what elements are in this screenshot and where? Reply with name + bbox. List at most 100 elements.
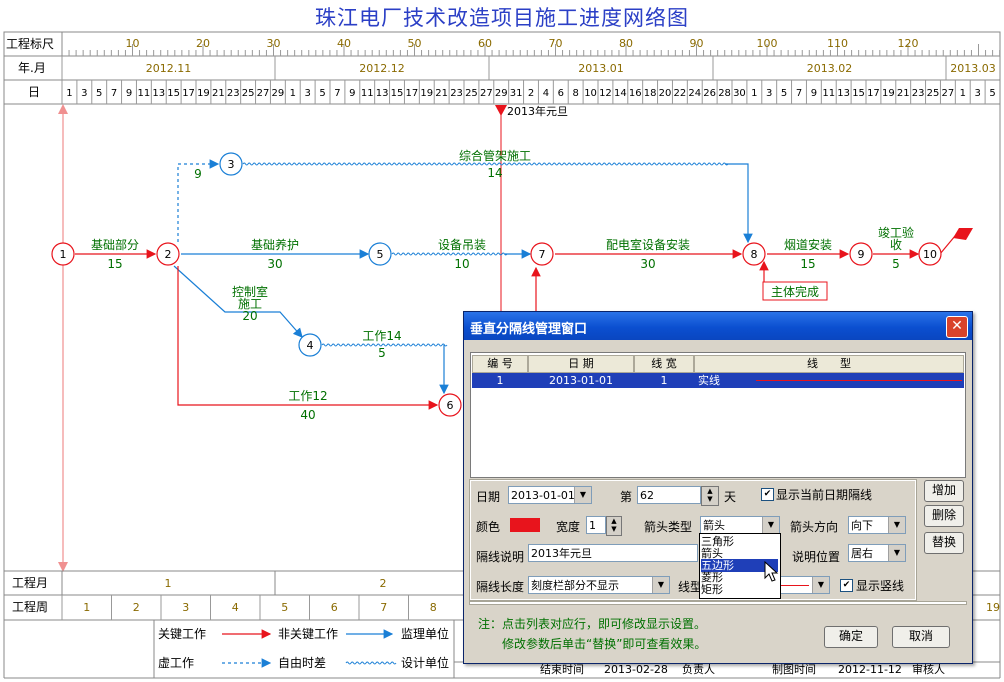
project-week-cell: 2 bbox=[133, 601, 140, 614]
dropdown-option[interactable]: 菱形 bbox=[701, 571, 723, 584]
end-time-value: 2013-02-28 bbox=[604, 663, 668, 676]
line-type-sample bbox=[775, 585, 809, 586]
col-header-id[interactable]: 编 号 bbox=[472, 355, 528, 373]
month-cell: 2013.02 bbox=[807, 62, 853, 75]
date-select[interactable]: 2013-01-01 ▼ bbox=[508, 486, 592, 504]
act-9-10-name-1: 竣工验 bbox=[878, 225, 914, 240]
day-cell: 25 bbox=[242, 88, 255, 99]
project-week-cell: 1 bbox=[83, 601, 90, 614]
act-5-7-dur: 10 bbox=[454, 257, 469, 271]
day-cell: 26 bbox=[703, 88, 716, 99]
node-5: 5 bbox=[377, 248, 384, 261]
dropdown-option[interactable]: 三角形 bbox=[701, 535, 734, 548]
day-input[interactable]: 62 bbox=[637, 486, 701, 504]
act-2-6-name: 工作12 bbox=[288, 389, 327, 403]
table-row[interactable]: 1 2013-01-01 1 实线 bbox=[472, 373, 964, 388]
cancel-button[interactable]: 取消 bbox=[892, 626, 950, 648]
day-cell: 28 bbox=[718, 88, 731, 99]
day-cell: 23 bbox=[227, 88, 240, 99]
row-date: 2013-01-01 bbox=[549, 374, 613, 387]
chart-title: 珠江电厂技术改造项目施工进度网络图 bbox=[315, 6, 689, 30]
add-button[interactable]: 增加 bbox=[924, 480, 964, 502]
scale-row-label: 工程标尺 bbox=[6, 37, 55, 51]
width-input[interactable]: 1 bbox=[586, 516, 606, 534]
col-header-type[interactable]: 线 型 bbox=[694, 355, 964, 373]
day-cell: 1 bbox=[960, 88, 966, 99]
project-week-label: 工程周 bbox=[12, 599, 48, 614]
settings-group bbox=[469, 479, 917, 601]
day-cell: 3 bbox=[974, 88, 980, 99]
project-week-cell: 7 bbox=[380, 601, 387, 614]
dialog-title: 垂直分隔线管理窗口 bbox=[470, 322, 588, 337]
dropdown-option-selected[interactable]: 五边形 bbox=[701, 559, 778, 572]
day-cell: 30 bbox=[733, 88, 746, 99]
width-spinner[interactable]: ▲▼ bbox=[606, 516, 622, 536]
day-row-label: 日 bbox=[28, 85, 41, 99]
date-select-value: 2013-01-01 bbox=[511, 489, 575, 502]
day-cell: 20 bbox=[659, 88, 672, 99]
day-cell: 11 bbox=[822, 88, 835, 99]
act-9-10-name-2: 收 bbox=[890, 238, 902, 252]
arrow-dir-select[interactable]: 向下 ▼ bbox=[848, 516, 906, 534]
close-icon[interactable]: ✕ bbox=[946, 316, 968, 338]
width-input-value: 1 bbox=[589, 519, 596, 532]
col-header-date[interactable]: 日 期 bbox=[528, 355, 634, 373]
act-8-9-name: 烟道安装 bbox=[784, 237, 832, 252]
dropdown-option[interactable]: 矩形 bbox=[701, 583, 723, 596]
day-cell: 21 bbox=[212, 88, 225, 99]
dialog-titlebar[interactable]: 垂直分隔线管理窗口 bbox=[464, 312, 972, 340]
day-cell: 22 bbox=[674, 88, 687, 99]
end-time-label: 结束时间 bbox=[540, 663, 584, 676]
width-label: 宽度 bbox=[556, 520, 581, 534]
project-month-1: 1 bbox=[165, 577, 172, 590]
legend-supervision-label: 监理单位 bbox=[401, 626, 449, 641]
month-cell: 2013.01 bbox=[578, 62, 624, 75]
col-header-width[interactable]: 线 宽 bbox=[634, 355, 694, 373]
project-week-cell: 8 bbox=[430, 601, 437, 614]
day-cell: 8 bbox=[572, 88, 578, 99]
replace-button[interactable]: 替换 bbox=[924, 532, 964, 554]
mouse-cursor-icon bbox=[764, 561, 779, 582]
dropdown-option[interactable]: 箭头 bbox=[701, 547, 723, 560]
month-cell: 2012.12 bbox=[359, 62, 405, 75]
chevron-down-icon[interactable]: ▼ bbox=[888, 517, 905, 533]
day-cell: 1 bbox=[751, 88, 757, 99]
project-month-2: 2 bbox=[380, 577, 387, 590]
day-cell: 13 bbox=[152, 88, 165, 99]
chevron-down-icon[interactable]: ▼ bbox=[812, 577, 829, 593]
act-2-4-dur: 20 bbox=[242, 309, 257, 323]
length-select[interactable]: 刻度栏部分不显示 ▼ bbox=[528, 576, 670, 594]
legend-dummy-label: 虚工作 bbox=[158, 656, 194, 670]
project-week-19: 19 bbox=[986, 601, 1000, 614]
milestone-label: 主体完成 bbox=[771, 284, 819, 299]
day-cell: 13 bbox=[837, 88, 850, 99]
arrow-type-select[interactable]: 箭头 ▼ bbox=[700, 516, 780, 534]
note-line-2: 修改参数后单击“替换”即可查看效果。 bbox=[502, 637, 707, 651]
ok-button[interactable]: 确定 bbox=[824, 626, 878, 648]
chevron-down-icon[interactable]: ▼ bbox=[574, 487, 591, 503]
day-cell: 19 bbox=[420, 88, 433, 99]
month-row-label: 年.月 bbox=[18, 61, 46, 75]
desc-pos-select[interactable]: 居右 ▼ bbox=[848, 544, 906, 562]
show-current-checkbox[interactable]: ✔ bbox=[761, 488, 774, 501]
scale-number: 10 bbox=[126, 37, 140, 50]
chevron-down-icon[interactable]: ▼ bbox=[652, 577, 669, 593]
scale-number: 40 bbox=[337, 37, 351, 50]
day-spinner[interactable]: ▲▼ bbox=[701, 486, 719, 506]
chevron-down-icon[interactable]: ▼ bbox=[888, 545, 905, 561]
day-cell: 7 bbox=[796, 88, 802, 99]
act-2-5-name: 基础养护 bbox=[251, 237, 299, 252]
divider-table[interactable]: 编 号 日 期 线 宽 线 型 1 2013-01-01 1 实线 bbox=[470, 352, 966, 478]
legend-critical-label: 关键工作 bbox=[158, 627, 206, 641]
act-2-5-dur: 30 bbox=[267, 257, 282, 271]
color-swatch[interactable] bbox=[510, 518, 540, 532]
chevron-down-icon[interactable]: ▼ bbox=[762, 517, 779, 533]
act-7-8-name: 配电室设备安装 bbox=[606, 237, 690, 252]
show-vertical-checkbox[interactable]: ✔ bbox=[840, 579, 853, 592]
desc-input[interactable]: 2013年元旦 bbox=[528, 544, 698, 562]
delete-button[interactable]: 删除 bbox=[924, 505, 964, 527]
act-4-6-dur: 5 bbox=[378, 346, 386, 360]
reviewer-label: 审核人 bbox=[912, 662, 945, 676]
legend-float-label: 自由时差 bbox=[278, 656, 326, 670]
day-cell: 9 bbox=[811, 88, 817, 99]
